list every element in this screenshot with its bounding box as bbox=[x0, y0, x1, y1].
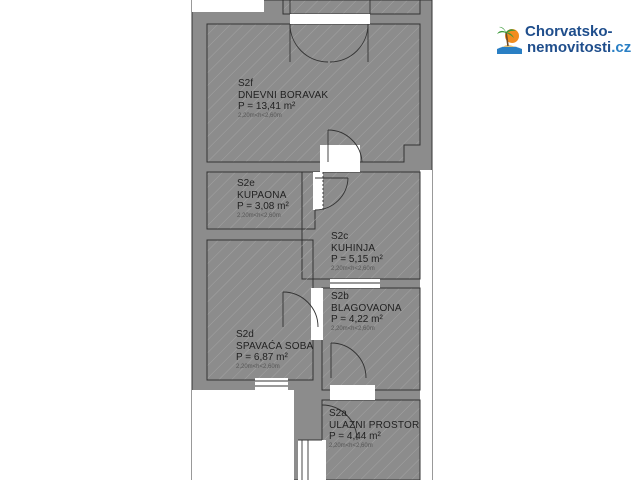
room-code: S2e bbox=[237, 178, 255, 189]
exterior-area bbox=[192, 390, 294, 480]
room-code: S2a bbox=[329, 408, 347, 419]
exterior-area bbox=[192, 0, 264, 12]
room-name: SPAVAĆA SOBA bbox=[236, 340, 314, 352]
room-s2e-floor bbox=[206, 171, 316, 230]
room-s2a-floor bbox=[321, 399, 421, 480]
room-label-s2d: S2d SPAVAĆA SOBA P = 6,87 m² 2,20m<h<2,6… bbox=[236, 329, 313, 370]
room-height: 2,20m<h<2,60m bbox=[237, 212, 281, 219]
room-label-s2f: S2f DNEVNI BORAVAK P = 13,41 m² 2,20m<h<… bbox=[238, 78, 328, 119]
room-name: DNEVNI BORAVAK bbox=[238, 89, 329, 101]
room-height: 2,20m<h<2,60m bbox=[329, 442, 373, 449]
brand-logo: Chorvatsko- nemovitosti.cz bbox=[495, 22, 635, 58]
room-s2f-floor bbox=[206, 23, 421, 163]
room-floors bbox=[206, 0, 421, 480]
room-height: 2,20m<h<2,60m bbox=[331, 265, 375, 272]
brand-name: Chorvatsko- nemovitosti.cz bbox=[525, 24, 631, 56]
room-height: 2,20m<h<2,60m bbox=[331, 325, 375, 332]
room-name: KUHINJA bbox=[331, 242, 376, 254]
room-code: S2b bbox=[331, 291, 349, 302]
doors bbox=[255, 0, 380, 480]
openings bbox=[255, 14, 380, 480]
room-area: P = 4,44 m² bbox=[329, 431, 381, 442]
room-label-s2e: S2e KUPAONA P = 3,08 m² 2,20m<h<2,60m bbox=[237, 178, 289, 219]
brand-line-1: Chorvatsko- bbox=[525, 23, 613, 40]
room-label-s2b: S2b BLAGOVAONA P = 4,22 m² 2,20m<h<2,60m bbox=[331, 291, 402, 332]
room-area: P = 5,15 m² bbox=[331, 254, 383, 265]
room-area: P = 6,87 m² bbox=[236, 352, 288, 363]
room-s2d-floor bbox=[206, 239, 314, 381]
room-label-s2a: S2a ULAZNI PROSTOR P = 4,44 m² 2,20m<h<2… bbox=[329, 408, 419, 449]
palm-island-icon bbox=[497, 26, 522, 54]
room-code: S2d bbox=[236, 329, 254, 340]
room-area: P = 3,08 m² bbox=[237, 201, 289, 212]
room-area: P = 4,22 m² bbox=[331, 314, 383, 325]
room-code: S2f bbox=[238, 78, 254, 89]
room-height: 2,20m<h<2,60m bbox=[238, 112, 282, 119]
room-label-s2c: S2c KUHINJA P = 5,15 m² 2,20m<h<2,60m bbox=[331, 231, 383, 272]
room-area: P = 13,41 m² bbox=[238, 101, 296, 112]
room-name: ULAZNI PROSTOR bbox=[329, 419, 420, 431]
brand-line-2: nemovitosti bbox=[527, 39, 612, 56]
room-name: BLAGOVAONA bbox=[331, 302, 402, 314]
room-height: 2,20m<h<2,60m bbox=[236, 363, 280, 370]
room-top-floor bbox=[282, 0, 421, 15]
brand-tld: .cz bbox=[611, 39, 632, 56]
exterior-area bbox=[420, 170, 432, 480]
room-name: KUPAONA bbox=[237, 189, 287, 201]
room-code: S2c bbox=[331, 231, 349, 242]
